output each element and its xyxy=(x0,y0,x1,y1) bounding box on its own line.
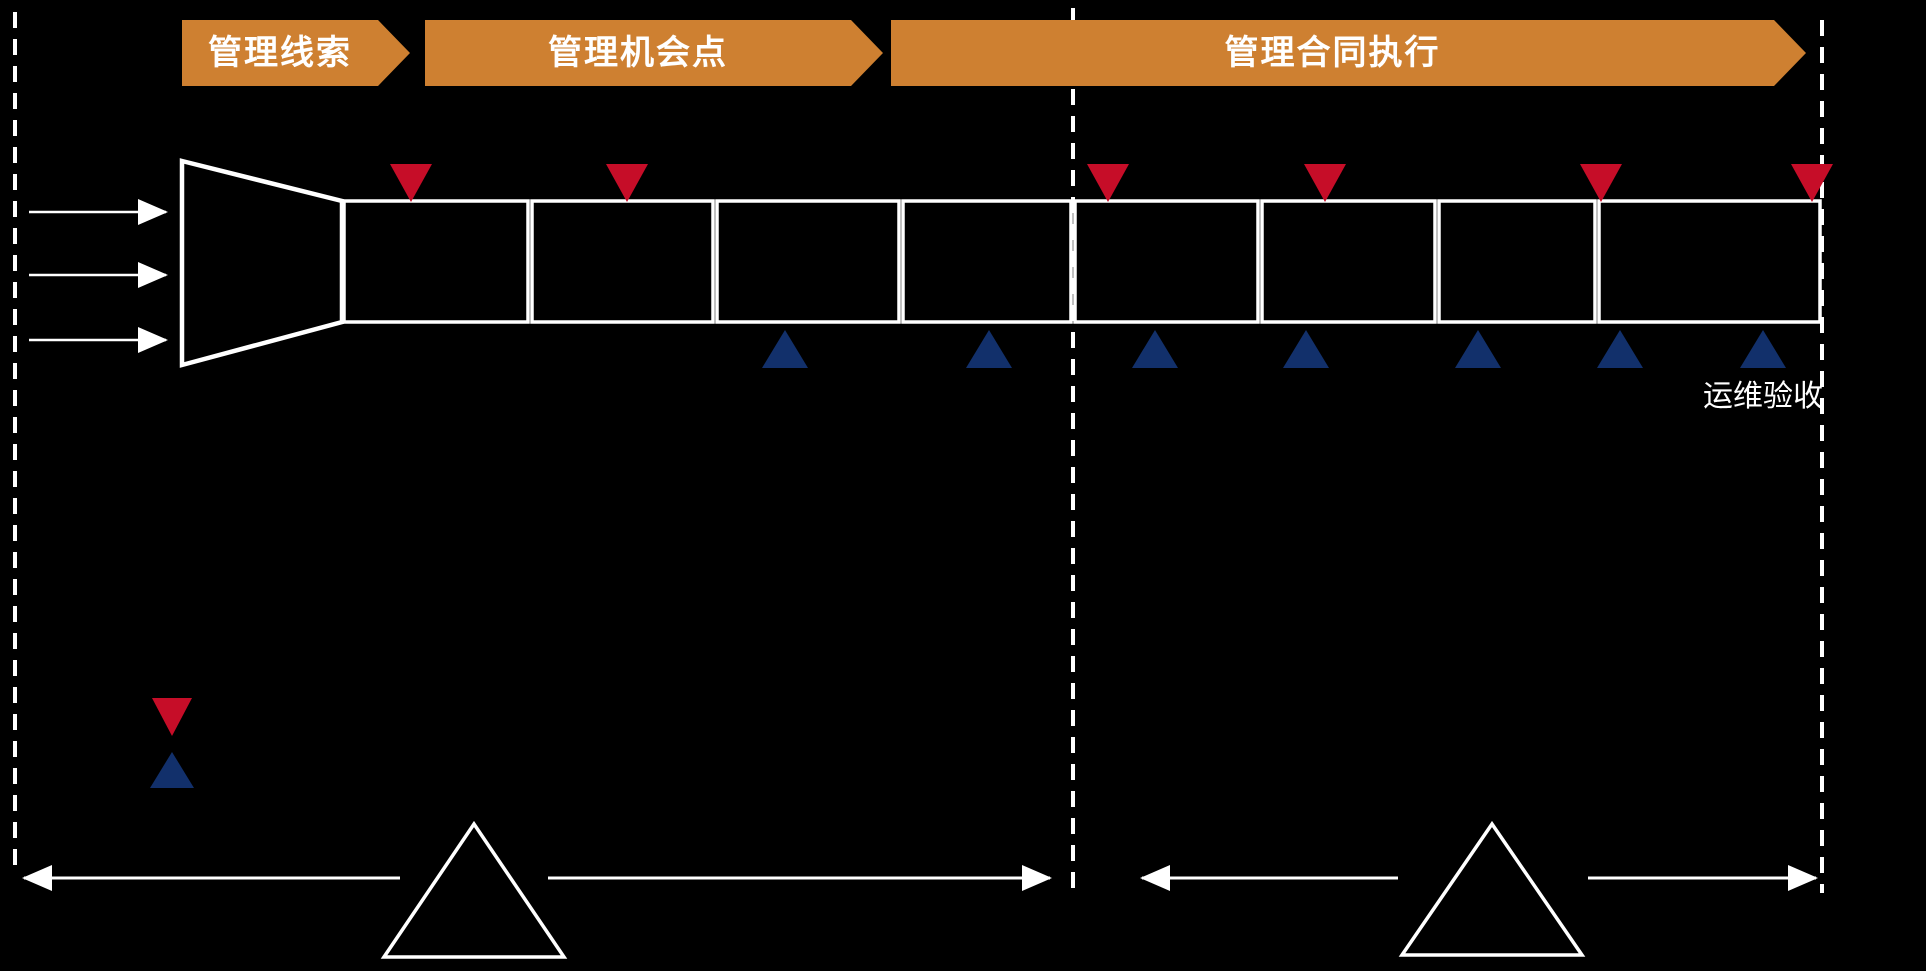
stage-box xyxy=(1260,199,1437,324)
banner-label: 管理机会点 xyxy=(548,34,728,72)
stage-box xyxy=(1437,199,1597,324)
red-down-triangle-icon xyxy=(390,164,432,202)
blue-up-triangle-icon xyxy=(762,330,808,368)
banner-manage-contract-execution: 管理合同执行 xyxy=(891,20,1806,86)
red-down-triangle-icon xyxy=(1791,164,1833,202)
banner-manage-opportunities: 管理机会点 xyxy=(425,20,883,86)
banner-label: 管理线索 xyxy=(208,34,352,72)
blue-up-triangle-icon xyxy=(1740,330,1786,368)
blue-up-triangle-icon xyxy=(1132,330,1178,368)
blue-up-triangle-icon xyxy=(1597,330,1643,368)
red-down-triangle-icon xyxy=(1087,164,1129,202)
red-milestone-markers xyxy=(390,164,1833,202)
red-down-triangle-icon xyxy=(1304,164,1346,202)
stage-boxes xyxy=(342,199,1822,324)
stage-box xyxy=(1597,199,1822,324)
red-down-triangle-icon xyxy=(606,164,648,202)
legend-blue-up-triangle-icon xyxy=(150,752,194,788)
stage-box xyxy=(1073,199,1260,324)
blue-milestone-markers xyxy=(762,330,1786,368)
lead-funnel xyxy=(179,158,345,368)
banner-label: 管理合同执行 xyxy=(1224,34,1441,72)
blue-up-triangle-icon xyxy=(1283,330,1329,368)
fulcrum-triangles xyxy=(380,820,1586,959)
banner-manage-leads: 管理线索 xyxy=(182,20,410,86)
acceptance-milestone-label: 运维验收 xyxy=(1703,380,1823,413)
stage-box xyxy=(715,199,901,324)
blue-up-triangle-icon xyxy=(966,330,1012,368)
phase-divider-lines xyxy=(13,8,1824,893)
stage-box xyxy=(530,199,715,324)
red-down-triangle-icon xyxy=(1580,164,1622,202)
fulcrum-triangle xyxy=(380,820,568,959)
fulcrum-triangle xyxy=(1398,820,1586,957)
stage-box xyxy=(901,199,1073,324)
stage-box xyxy=(342,199,530,324)
legend-red-down-triangle-icon xyxy=(152,698,192,736)
blue-up-triangle-icon xyxy=(1455,330,1501,368)
legend xyxy=(150,698,194,788)
funnel-input-arrows xyxy=(29,199,168,353)
